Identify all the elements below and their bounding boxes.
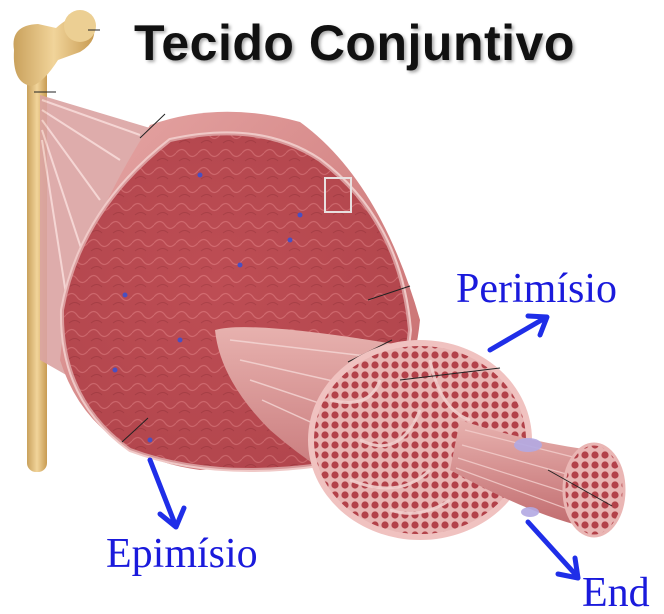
page-title: Tecido Conjuntivo	[134, 15, 575, 71]
blood-vessels	[112, 172, 303, 443]
perimysium-label: Perimísio	[456, 266, 618, 312]
arrow-icon	[487, 313, 550, 353]
inset-box	[324, 177, 352, 213]
epimysium-label: Epimísio	[106, 531, 258, 577]
arrow-icon	[525, 519, 581, 581]
endomysium-label: End	[582, 570, 650, 614]
arrow-icon	[147, 457, 187, 530]
muscle-fibre	[450, 420, 600, 530]
pointer-lines	[121, 113, 411, 443]
fibre-cross-section	[562, 442, 626, 538]
